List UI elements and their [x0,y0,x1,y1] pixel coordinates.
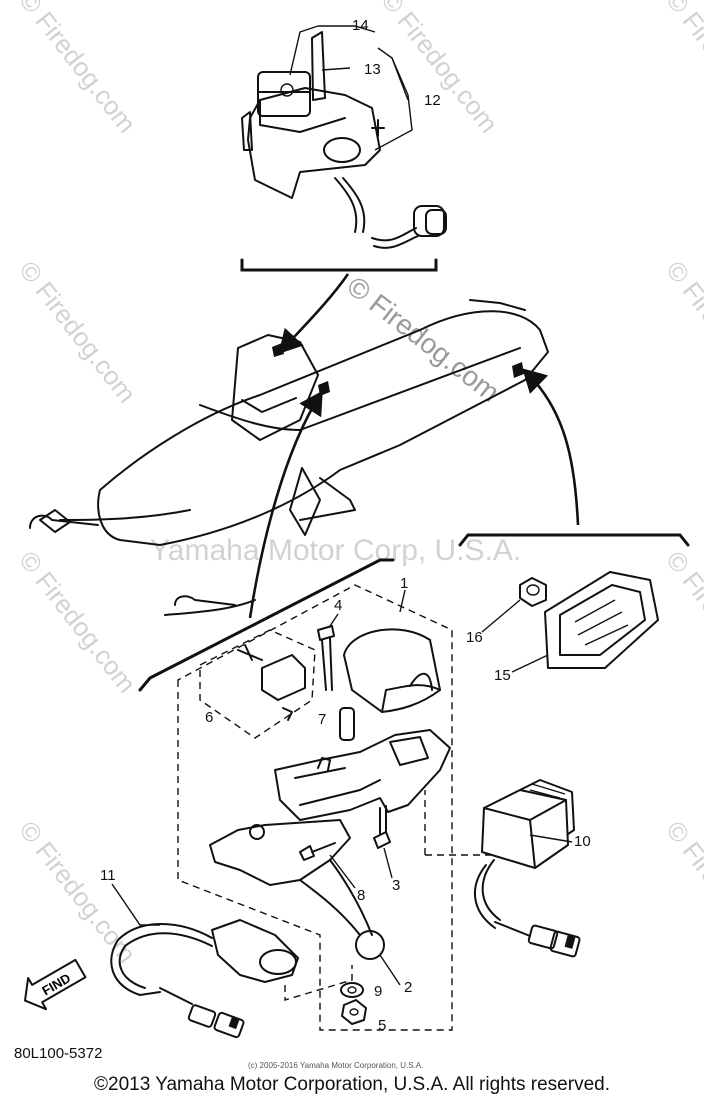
watermark-text: © Firedog.com [660,0,704,138]
callout-6: 6 [205,709,213,726]
unit-10 [474,779,581,958]
bolt-4 [317,625,335,691]
watermark-text: © Firedog.com [13,545,142,698]
callout-9: 9 [374,983,382,1000]
callout-15: 15 [494,667,511,684]
watermark-text: © Firedog.com [13,815,142,968]
callout-12: 12 [424,92,441,109]
callout-3: 3 [392,877,400,894]
nut-5 [341,999,367,1025]
group-box-6 [199,629,316,739]
bracket-top [240,258,438,272]
callout-14: 14 [352,17,369,34]
arrow-to-switch-mount [248,390,323,619]
callout-2: 2 [404,979,412,996]
callout-1: 1 [400,575,408,592]
switch-cover [343,628,441,713]
footer-copyright: ©2013 Yamaha Motor Corporation, U.S.A. A… [94,1074,610,1095]
group-box-9 [284,965,353,1001]
bracket-tail-light [458,533,690,547]
tail-light-nut [519,577,547,607]
small-copyright: (c) 2005-2016 Yamaha Motor Corporation, … [248,1061,423,1070]
washer-9 [340,982,364,998]
collar-7 [339,707,355,741]
watermark-brand: Yamaha Motor Corp, U.S.A. [150,534,521,567]
arrow-to-meter-mount [278,273,350,354]
tail-light-lens [544,571,659,669]
parts-diagram: © Firedog.com © Firedog.com © Firedog.co… [13,0,704,1070]
watermark-text: © Firedog.com [13,0,142,138]
switch-6 [237,644,306,721]
watermark-text: © Firedog.com [660,255,704,408]
callout-8: 8 [357,887,365,904]
screw-8 [299,842,336,861]
bolt-3 [373,805,391,849]
part-code: 80L100-5372 [14,1045,102,1062]
find-badge: FIND [24,958,87,1011]
arrow-to-tail-light [522,368,580,526]
bracket-lower [138,558,395,692]
group-box-1 [177,584,453,1031]
callout-5: 5 [378,1017,386,1034]
meter-assembly [241,25,447,249]
watermark-text: © Firedog.com [660,545,704,698]
callout-10: 10 [574,833,591,850]
watermark-text: © Firedog.com [375,0,504,138]
watermark-center: © Firedog.com [341,270,505,408]
brake-switch-11 [110,919,299,1039]
callout-11: 11 [100,867,116,884]
callout-16: 16 [466,629,483,646]
watermark-text: © Firedog.com [13,255,142,408]
callout-4: 4 [334,597,342,614]
callout-7: 7 [318,711,326,728]
mounting-bracket [274,729,451,821]
callout-13: 13 [364,61,381,78]
snowmobile-body [29,299,549,616]
brake-lever [209,819,385,960]
watermark-text: © Firedog.com [660,815,704,968]
